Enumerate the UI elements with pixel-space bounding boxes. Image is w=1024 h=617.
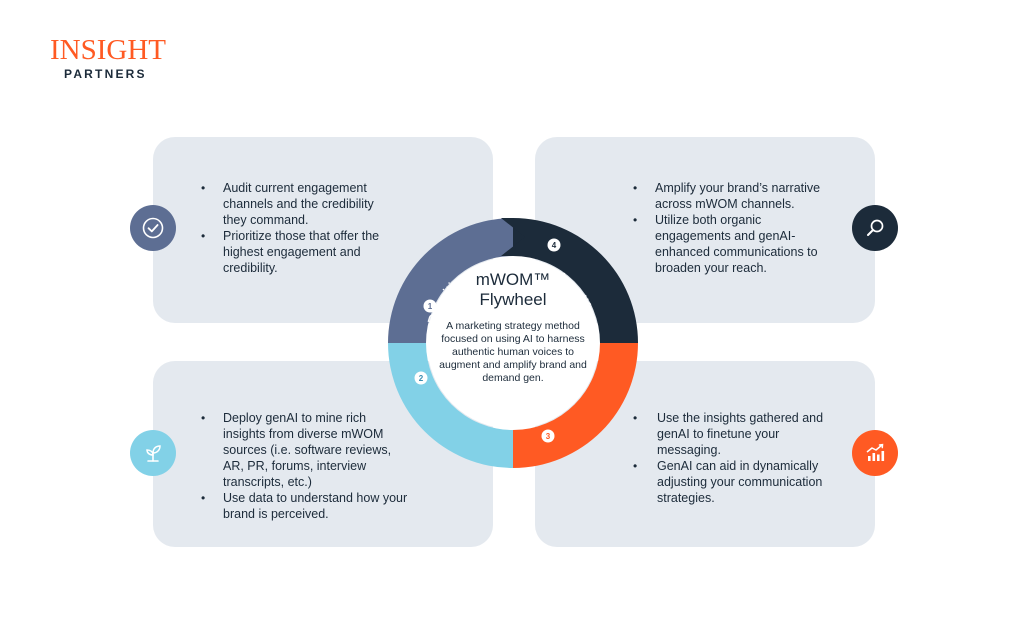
- insight-partners-logo: INSIGHT PARTNERS: [50, 34, 166, 82]
- logo-wordmark: INSIGHT: [50, 34, 166, 66]
- segment-number-1: 1: [423, 299, 437, 313]
- growth-chart-icon: [852, 430, 898, 476]
- segment-number-4: 4: [547, 238, 561, 252]
- segment-amplify: [513, 218, 638, 343]
- svg-text:4: 4: [552, 241, 557, 250]
- svg-text:1: 1: [428, 302, 433, 311]
- segment-number-2: 2: [414, 371, 428, 385]
- flywheel-diagram: 1 2 3 4 Prioritize Amplify Harvest Augme…: [388, 218, 638, 468]
- bullet-item: Amplify your brand’s narrative across mW…: [633, 180, 833, 212]
- bullet-item: Deploy genAI to mine rich insights from …: [201, 410, 411, 490]
- flywheel-title: mWOM™ Flywheel: [438, 270, 588, 310]
- flywheel-title-line1: mWOM™: [475, 270, 551, 289]
- flywheel-title-line2: Flywheel: [479, 290, 547, 309]
- prioritize-bullets: Audit current engagement channels and th…: [201, 180, 391, 276]
- logo-subtitle: PARTNERS: [64, 67, 147, 81]
- bullet-item: GenAI can aid in dynamically adjusting y…: [633, 458, 833, 506]
- bullet-item: Audit current engagement channels and th…: [201, 180, 391, 228]
- flywheel-description: A marketing strategy method focused on u…: [439, 320, 587, 384]
- harvest-bullets: Deploy genAI to mine rich insights from …: [201, 410, 411, 522]
- flywheel-center: mWOM™ Flywheel A marketing strategy meth…: [438, 270, 588, 385]
- magnifier-icon: [852, 205, 898, 251]
- amplify-bullets: Amplify your brand’s narrative across mW…: [633, 180, 833, 276]
- svg-text:3: 3: [546, 432, 551, 441]
- bullet-item: Use the insights gathered and genAI to f…: [633, 410, 833, 458]
- sprout-icon: [130, 430, 176, 476]
- bullet-item: Utilize both organic engagements and gen…: [633, 212, 833, 276]
- segment-number-3: 3: [541, 429, 555, 443]
- bullet-item: Use data to understand how your brand is…: [201, 490, 411, 522]
- checkmark-icon: [130, 205, 176, 251]
- svg-text:2: 2: [419, 374, 424, 383]
- bullet-item: Prioritize those that offer the highest …: [201, 228, 391, 276]
- flywheel-arrow: [501, 218, 525, 256]
- augment-bullets: Use the insights gathered and genAI to f…: [633, 410, 833, 506]
- segment-prioritize: [388, 218, 513, 343]
